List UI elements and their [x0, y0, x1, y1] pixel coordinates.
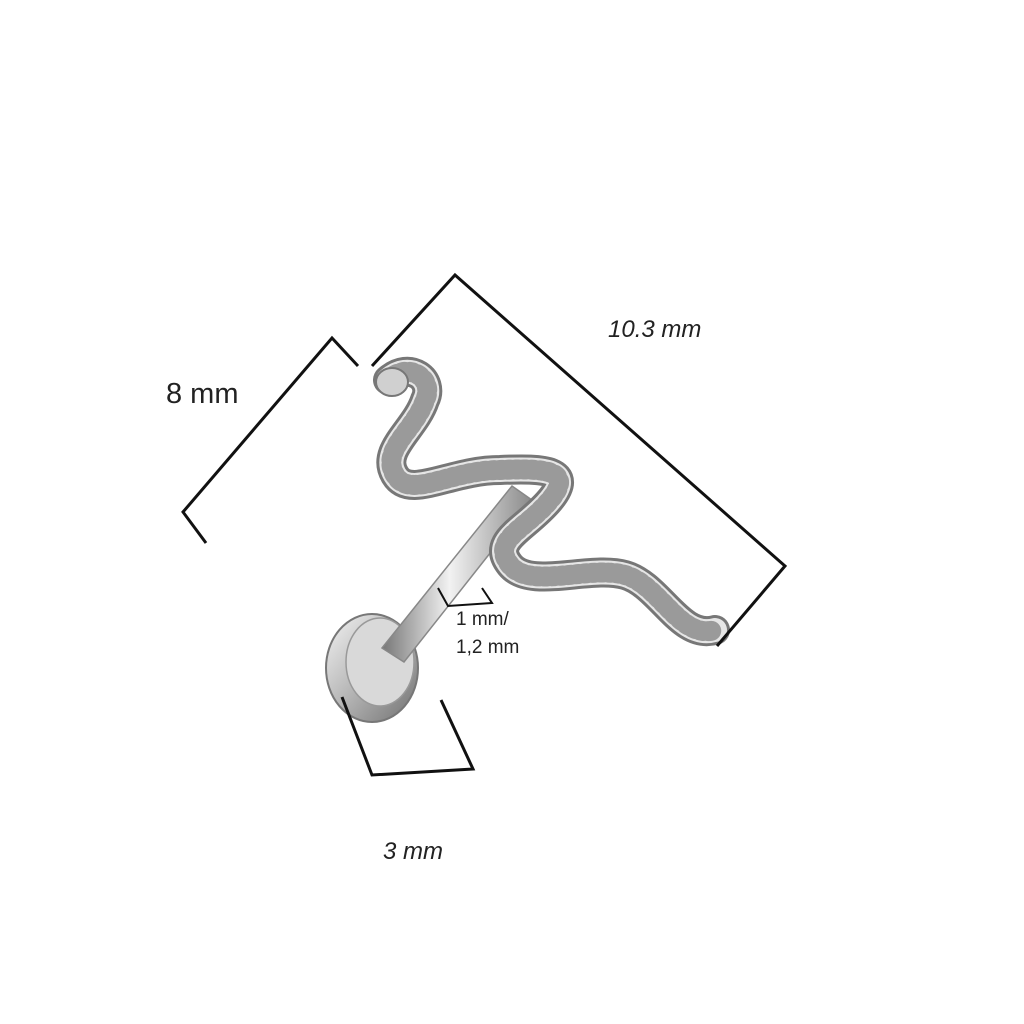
- snake-top: [373, 356, 730, 647]
- gauge-label-line1: 1 mm/: [456, 609, 509, 630]
- disc-dimension-bracket: [340, 696, 476, 777]
- gauge-dimension-bracket: [437, 587, 494, 608]
- height-label: 8 mm: [166, 378, 239, 410]
- height-dimension-bracket: [181, 335, 360, 544]
- disc-diameter-label: 3 mm: [383, 838, 443, 865]
- length-dimension-bracket: [370, 272, 788, 647]
- gauge-label-line2: 1,2 mm: [456, 637, 520, 658]
- length-label: 10.3 mm: [608, 316, 702, 343]
